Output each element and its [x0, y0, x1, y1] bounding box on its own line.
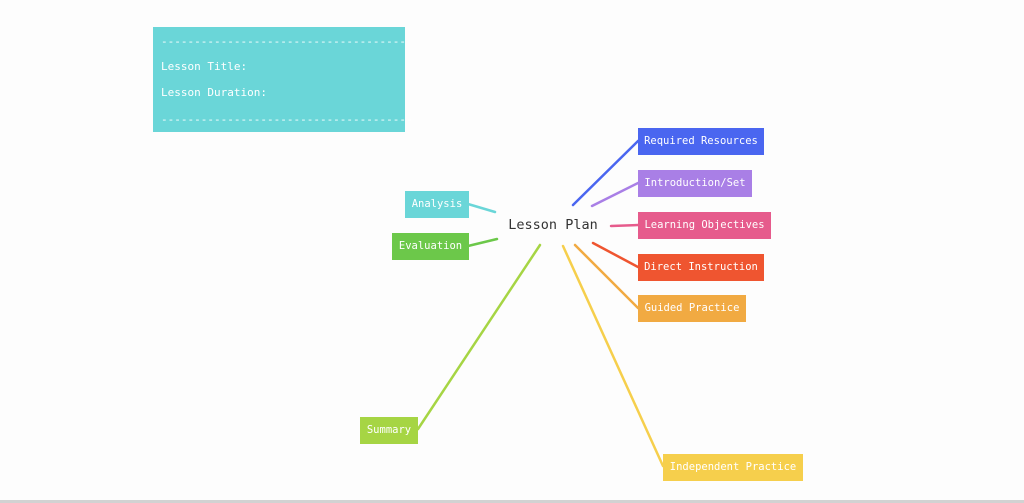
connector-evaluation — [466, 237, 499, 248]
node-summary[interactable]: Summary — [360, 417, 418, 444]
info-card-top-rule: ------------------------------------- — [161, 35, 407, 48]
bottom-border — [0, 500, 1024, 503]
lesson-title-label: Lesson Title: — [161, 60, 248, 73]
node-guided-practice[interactable]: Guided Practice — [638, 295, 746, 322]
central-topic[interactable]: Lesson Plan — [508, 217, 598, 233]
node-learning-objectives[interactable]: Learning Objectives — [638, 212, 771, 239]
node-introduction-set[interactable]: Introduction/Set — [638, 170, 752, 197]
connector-direct-instruction — [591, 241, 640, 269]
connector-independent-practice — [561, 244, 665, 468]
connector-introduction-set — [590, 181, 640, 208]
node-required-resources[interactable]: Required Resources — [638, 128, 764, 155]
connector-guided-practice — [573, 243, 640, 310]
node-independent-practice[interactable]: Independent Practice — [663, 454, 803, 481]
lesson-duration-label: Lesson Duration: — [161, 86, 267, 99]
node-analysis[interactable]: Analysis — [405, 191, 469, 218]
node-evaluation[interactable]: Evaluation — [392, 233, 469, 260]
node-direct-instruction[interactable]: Direct Instruction — [638, 254, 764, 281]
connector-learning-objectives — [609, 223, 640, 228]
connector-summary — [416, 243, 542, 431]
connector-analysis — [466, 202, 497, 214]
info-card-bottom-rule: -------------------------------------- — [161, 113, 413, 126]
lesson-info-card[interactable]: ------------------------------------- Le… — [153, 27, 413, 132]
connector-required-resources — [571, 139, 640, 207]
